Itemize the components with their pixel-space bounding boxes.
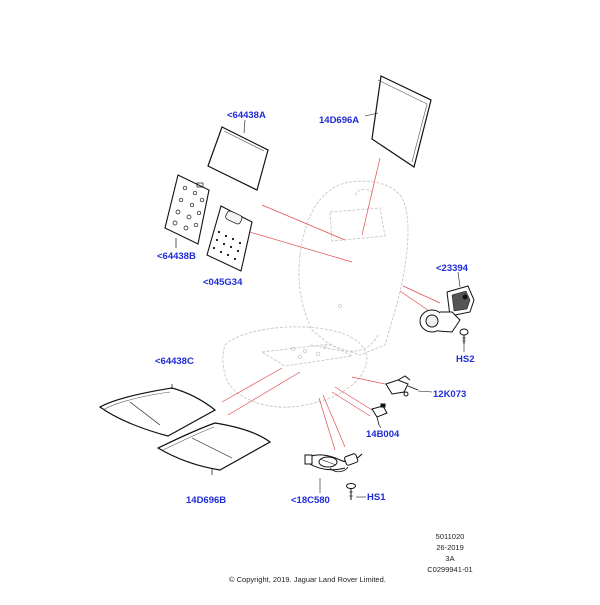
part-hs1-screw[interactable]: [346, 483, 356, 501]
footer-code-3: 3A: [445, 554, 455, 563]
part-14d696b-seat-panel[interactable]: [156, 422, 272, 475]
seat-outline: [222, 180, 409, 408]
part-14d696a-panel[interactable]: [371, 75, 432, 168]
leader-lines: [221, 157, 441, 451]
label-64438b[interactable]: <64438B: [157, 251, 196, 262]
part-23394-motor[interactable]: [419, 285, 475, 333]
part-045g34-lumbar-mat[interactable]: [206, 205, 253, 272]
footer-code-4: C0299941-01: [427, 565, 473, 574]
part-12k073-bracket[interactable]: [385, 375, 419, 397]
label-connectors: [243, 112, 465, 498]
label-14d696b[interactable]: 14D696B: [186, 495, 227, 506]
part-64438b-heater-mat[interactable]: [164, 174, 210, 248]
part-18c580-harness[interactable]: [304, 453, 363, 473]
label-14b004[interactable]: 14B004: [366, 429, 400, 440]
footer-code-1: 5011020: [435, 532, 465, 541]
part-hs2-screw[interactable]: [459, 328, 469, 344]
label-14d696a[interactable]: 14D696A: [319, 115, 360, 126]
seat-frame-bolts: [290, 304, 342, 359]
label-23394[interactable]: <23394: [436, 263, 468, 274]
label-18c580[interactable]: <18C580: [291, 495, 330, 506]
label-hs1[interactable]: HS1: [367, 492, 386, 503]
part-64438a-pad[interactable]: [207, 126, 269, 191]
label-hs2[interactable]: HS2: [456, 354, 475, 365]
part-14b004-connector[interactable]: [371, 403, 388, 426]
copyright-notice: © Copyright, 2019. Jaguar Land Rover Lim…: [229, 575, 386, 584]
part-64438c-cushion-pad[interactable]: [98, 384, 217, 437]
label-64438a[interactable]: <64438A: [227, 110, 266, 121]
label-64438c[interactable]: <64438C: [155, 356, 194, 367]
label-045g34[interactable]: <045G34: [203, 277, 243, 288]
label-12k073[interactable]: 12K073: [433, 389, 467, 400]
footer-code-2: 26-2019: [436, 543, 464, 552]
